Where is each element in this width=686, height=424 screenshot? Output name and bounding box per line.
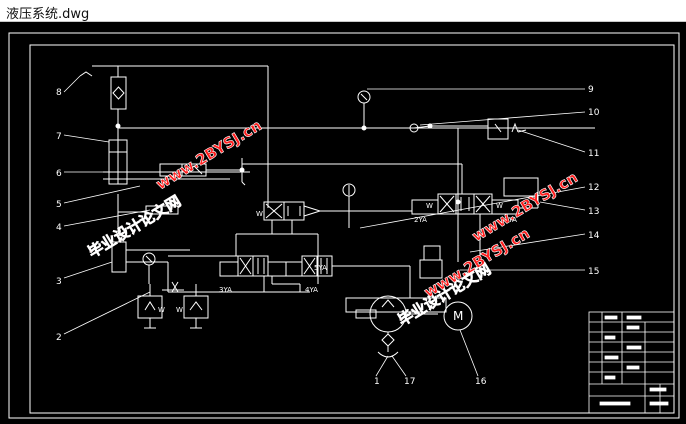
callout-2: 2 [56,333,62,343]
label-w5: W [176,306,183,314]
directional-valve-right [242,163,539,262]
callout-8: 8 [56,88,62,98]
inner-frame [29,44,675,414]
drawing-viewport[interactable]: 1 2 3 4 5 6 7 8 9 10 11 12 13 14 15 16 1… [0,22,686,424]
pressure-gauge-3 [142,252,156,284]
outer-frame [8,32,680,419]
callout-7: 7 [56,132,62,142]
callout-13: 13 [588,207,599,217]
callout-4: 4 [56,223,62,233]
pressure-switch-11 [487,118,527,140]
watermarks: www.2BYSJ.cn 毕业设计论文网 www.2BYSJ.cn 毕业设计论文… [84,116,581,330]
relief-valves [137,281,209,329]
window-title: 液压系统.dwg [6,7,90,22]
callout-10: 10 [588,108,600,118]
callout-9: 9 [588,85,594,95]
callout-1: 1 [374,377,380,387]
label-w2: W [426,202,433,210]
leader-lines [63,75,586,377]
label-3ya: 3YA [219,286,232,294]
valve-labels: 2YA 1YA 3YA 4YA 5YA W W W W W M [158,202,517,323]
callout-5: 5 [56,200,62,210]
label-w3: W [496,202,503,210]
callout-15: 15 [588,267,599,277]
label-5ya: 5YA [314,264,327,272]
label-4ya: 4YA [305,286,318,294]
callout-3: 3 [56,277,62,287]
callout-11: 11 [588,149,599,159]
label-w4: W [158,306,165,314]
watermark-2: 毕业设计论文网 [85,192,184,262]
cylinder-lower [111,194,190,273]
callout-14: 14 [588,231,600,241]
callout-16: 16 [475,377,487,387]
hydraulic-schematic: 1 2 3 4 5 6 7 8 9 10 11 12 13 14 15 16 1… [8,32,680,419]
label-1ya: 1YA [504,216,517,224]
callout-12: 12 [588,183,599,193]
callout-6: 6 [56,169,62,179]
check-valve-group [159,158,246,186]
filter-component [79,65,269,208]
pressure-gauge-9 [357,90,371,128]
callout-17: 17 [404,377,415,387]
label-w1: W [256,210,263,218]
pump-motor-assembly [345,245,473,358]
pressure-gauge-12 [342,183,356,228]
label-2ya: 2YA [414,216,427,224]
directional-valve-lower [167,234,410,293]
motor-label: M [453,309,463,323]
title-block [588,311,675,414]
window-titlebar: 液压系统.dwg [0,0,686,22]
callout-numbers: 1 2 3 4 5 6 7 8 9 10 11 12 13 14 15 16 1… [56,85,600,387]
